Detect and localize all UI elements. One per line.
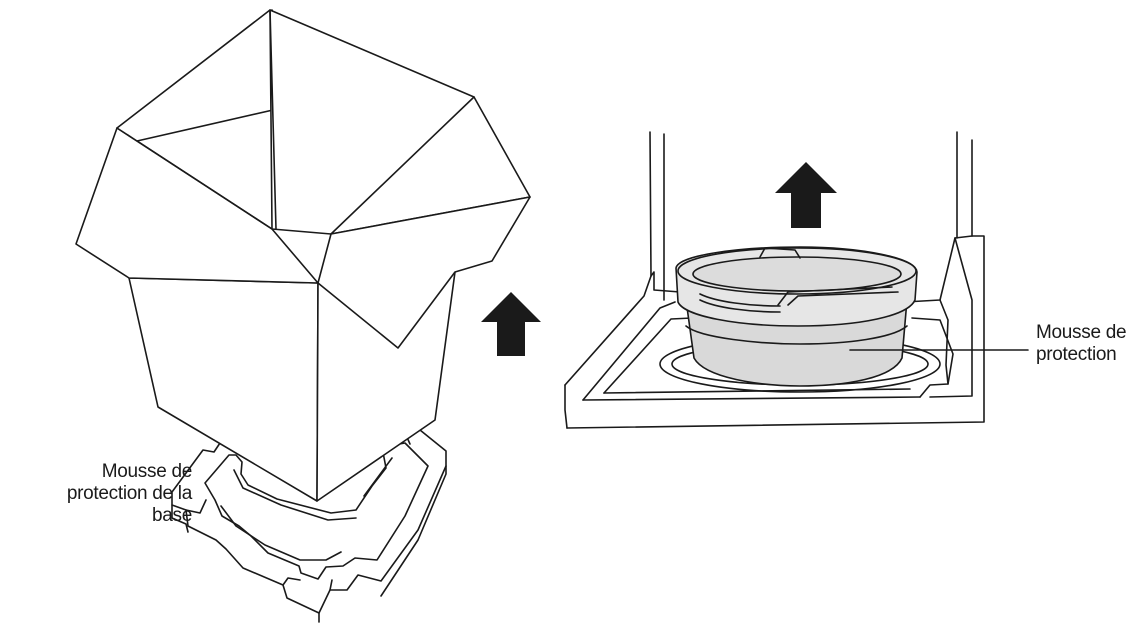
lift-up-arrow-icon [481, 292, 541, 356]
motor-foam-label: Mousse de protection [1036, 322, 1127, 366]
lift-up-arrow-icon [775, 162, 837, 228]
motor-foam-label-line-2: protection [1036, 344, 1117, 365]
base-foam-label-line-3: base [151, 505, 192, 526]
base-foam-tray [171, 425, 447, 623]
base-foam-label: Mousse de protection de la base [6, 461, 192, 527]
motor-foam-ring [675, 246, 918, 387]
base-foam-label-line-2: protection de la [66, 483, 192, 504]
motor-foam-label-line-1: Mousse de [1036, 322, 1127, 343]
open-box [75, 9, 531, 502]
base-foam-label-line-1: Mousse de [101, 461, 193, 482]
